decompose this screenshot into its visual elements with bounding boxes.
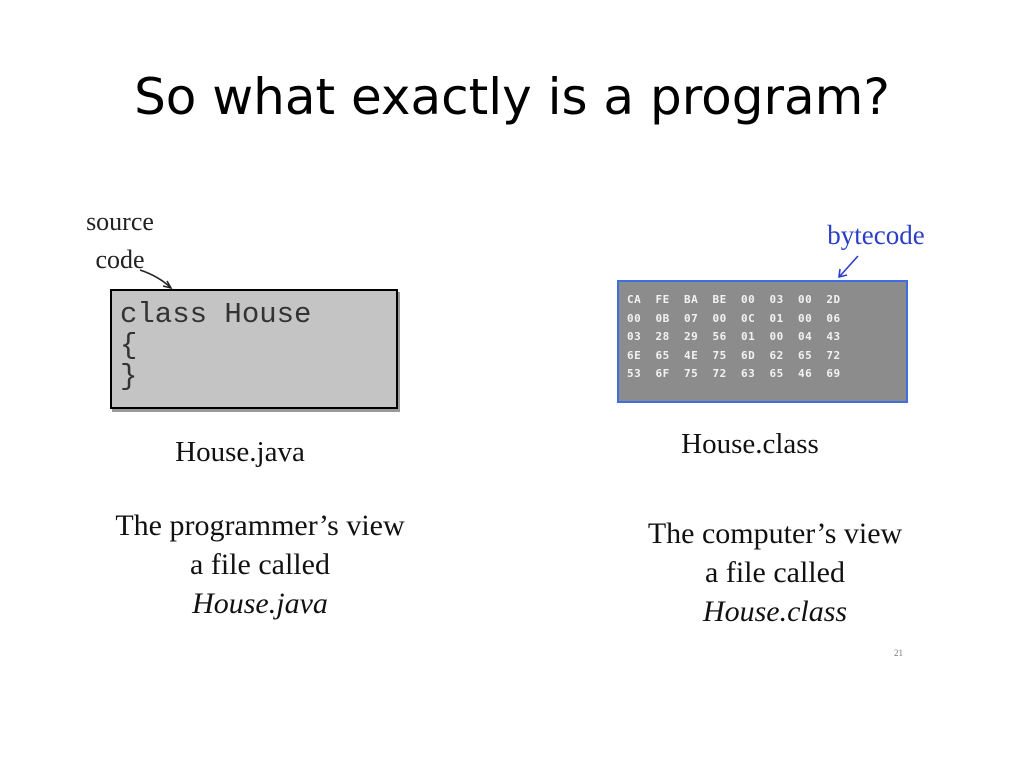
- caption-line3: House.class: [702, 595, 848, 628]
- source-label-line2: code: [95, 245, 145, 274]
- hex-row: 03 28 29 56 01 00 04 43: [627, 330, 841, 343]
- bytecode-label: bytecode: [827, 220, 925, 250]
- bytecode-hex-box: CA FE BA BE 00 03 00 2D 00 0B 07 00 0C 0…: [617, 280, 908, 403]
- code-line: }: [120, 360, 138, 393]
- hex-row: CA FE BA BE 00 03 00 2D: [627, 293, 841, 306]
- caption-line3: House.java: [192, 587, 328, 620]
- code-line: class House: [120, 298, 312, 331]
- source-code-label: source code: [70, 203, 170, 279]
- programmer-view-caption: The programmer’s view a file called Hous…: [60, 506, 460, 623]
- hex-row: 6E 65 4E 75 6D 62 65 72: [627, 348, 841, 362]
- hex-row: 53 6F 75 72 63 65 46 69: [627, 367, 841, 380]
- caption-line1: The programmer’s view: [115, 509, 405, 542]
- class-filename: House.class: [681, 428, 819, 460]
- bytecode-arrow: [838, 255, 859, 279]
- page-number: 21: [894, 648, 903, 658]
- hex-row: 00 0B 07 00 0C 01 00 06: [627, 311, 841, 325]
- caption-line2: a file called: [705, 556, 845, 589]
- source-label-line1: source: [86, 207, 154, 236]
- caption-line2: a file called: [190, 548, 330, 581]
- caption-line1: The computer’s view: [647, 517, 903, 550]
- code-line: {: [120, 329, 138, 362]
- computer-view-caption: The computer’s view a file called House.…: [575, 514, 975, 631]
- source-code-box: class House { }: [110, 289, 398, 409]
- java-filename: House.java: [175, 436, 305, 468]
- slide-title: So what exactly is a program?: [134, 68, 890, 126]
